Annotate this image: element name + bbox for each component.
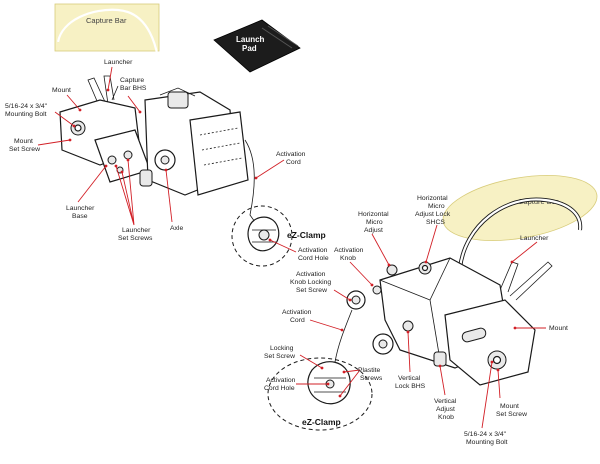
lower-activation-cord-hole-label-1: Activation — [266, 377, 296, 384]
upper-mount-set-screw-label-1: Mount — [14, 138, 33, 145]
lower-activation-cord-label-2: Cord — [290, 317, 305, 324]
lower-locking-set-screw-label-2: Set Screw — [264, 353, 295, 360]
upper-mounting-bolt-label-1: 5/16-24 x 3/4" — [5, 103, 48, 110]
upper-capture-bar-label: Capture Bar — [86, 16, 127, 25]
lower-launcher-label: Launcher — [520, 235, 549, 242]
upper-housing — [189, 111, 249, 196]
upper-activation-cord-label-1: Activation — [276, 151, 306, 158]
lower-horizontal-micro-adjust — [386, 264, 398, 276]
upper-capture-bar-bhs-label-2: Bar BHS — [120, 85, 147, 92]
upper-launcher-base-label-2: Base — [72, 213, 88, 220]
lower-activation-knob-label-1: Activation — [334, 247, 364, 254]
lower-vertical-adjust-knob — [433, 351, 447, 367]
upper-launcher-set-screws-label-2: Set Screws — [118, 235, 153, 242]
upper-ez-clamp-label: eZ-Clamp — [287, 230, 326, 240]
lower-capture-bar-label: Capture Bar — [518, 197, 559, 206]
lower-ez-clamp-outline — [267, 357, 373, 431]
lower-knob-locking-screw — [372, 285, 382, 295]
lower-mounting-bolt-label-2: Mounting Bolt — [466, 439, 508, 446]
launch-pad-label-1: Launch — [236, 35, 265, 44]
lower-mount-label: Mount — [549, 325, 568, 332]
upper-mount-label: Mount — [52, 87, 71, 94]
lower-mounting-bolt-label-1: 5/16-24 x 3/4" — [464, 431, 507, 438]
lower-knob-locking-label-2: Knob Locking — [290, 279, 331, 286]
upper-capture-bar-bhs-label-1: Capture — [120, 77, 144, 84]
lower-activation-cord-label-1: Activation — [282, 309, 312, 316]
lower-mount-set-screw-label-1: Mount — [500, 403, 519, 410]
lower-vertical-adjust-knob-label-2: Adjust — [436, 406, 455, 413]
lower-vertical-lock-bhs — [402, 320, 414, 332]
upper-axle-label: Axle — [170, 225, 183, 232]
lower-plastite-screws-label-2: Screws — [360, 375, 383, 382]
lower-activation-knob-label-2: Knob — [340, 255, 356, 262]
upper-mounting-bolt-label-2: Mounting Bolt — [5, 111, 47, 118]
lower-capture-bar-highlight — [442, 175, 598, 241]
lower-knob-locking-label-1: Activation — [296, 271, 326, 278]
lower-horizontal-lock-label-2: Micro — [428, 203, 445, 210]
launch-pad: Launch Pad — [213, 19, 301, 73]
lower-plastite-screws-label-1: Plastite — [358, 367, 381, 374]
lower-horizontal-micro-adjust-label-2: Micro — [366, 219, 383, 226]
lower-vertical-adjust-knob-label-1: Vertical — [434, 398, 457, 405]
upper-capture-bar-highlight — [54, 3, 160, 52]
lower-horizontal-lock-label-1: Horizontal — [417, 195, 448, 202]
upper-activation-cord-hole-label-1: Activation — [298, 247, 328, 254]
lower-horizontal-micro-adjust-label-1: Horizontal — [358, 211, 389, 218]
upper-activation-cord-label-2: Cord — [286, 159, 301, 166]
upper-launcher-base-label-1: Launcher — [66, 205, 95, 212]
lower-horizontal-lock-label-4: SHCS — [426, 219, 445, 226]
upper-activation-cord — [244, 139, 263, 233]
upper-launcher-set-screws-label-1: Launcher — [122, 227, 151, 234]
lower-activation-cord — [334, 309, 353, 363]
lower-knob-locking-label-3: Set Screw — [296, 287, 327, 294]
lower-launcher — [499, 261, 553, 301]
upper-mount-set-screw-label-2: Set Screw — [9, 146, 40, 153]
launch-pad-label-2: Pad — [242, 44, 257, 53]
lower-vertical-adjust-knob-label-3: Knob — [438, 414, 454, 421]
lower-locking-set-screw-label-1: Locking — [270, 345, 294, 352]
upper-ez-clamp-outline — [231, 205, 293, 267]
lower-horizontal-lock-label-3: Adjust Lock — [415, 211, 451, 218]
upper-launcher — [87, 75, 119, 109]
upper-assembly: Capture Bar eZ-Clamp — [5, 3, 329, 267]
upper-launcher-label: Launcher — [104, 59, 133, 66]
lower-mount-set-screw-label-2: Set Screw — [496, 411, 527, 418]
lower-ez-clamp-label: eZ-Clamp — [302, 417, 341, 427]
lower-assembly: Capture Bar eZ-Clamp — [264, 175, 598, 446]
lower-mount — [444, 299, 536, 386]
upper-activation-cord-hole-label-2: Cord Hole — [298, 255, 329, 262]
lower-vertical-lock-bhs-label-2: Lock BHS — [395, 383, 426, 390]
lower-vertical-lock-bhs-label-1: Vertical — [398, 375, 421, 382]
lower-horizontal-micro-adjust-label-3: Adjust — [364, 227, 383, 234]
lower-activation-cord-hole-label-2: Cord Hole — [264, 385, 295, 392]
